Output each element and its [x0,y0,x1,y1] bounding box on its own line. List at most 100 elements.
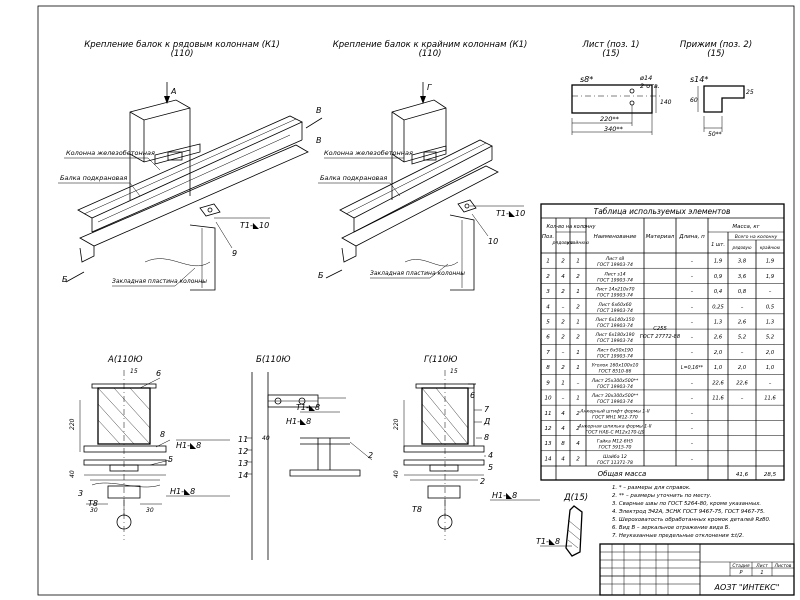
table-cell-pos: 13 [544,441,552,447]
table-cell-me: 1,3 [766,319,774,325]
table-cell-name: Лист 14x210x70 [595,287,635,293]
table-cell-m1: 11,6 [712,396,724,402]
table-cell-m1: 1,3 [714,319,722,325]
section-a: А(110Ю 15 30 30 220 40 6 8 Н1-◣8 5 Н1-◣8 [69,355,230,540]
right-isometric: Г В Б Колонна железобетонная Балка подкр… [316,82,525,291]
table-cell-pos: 1 [546,259,550,265]
table-cell-e: 2 [576,274,580,280]
table-cell-m1: 0,9 [714,274,722,280]
section-a-dim15: 15 [130,368,138,375]
section-a-weld-n1a: Н1-◣8 [176,441,201,450]
section-b-title: Б(110Ю [256,355,291,365]
table-cell-e: 2 [576,304,580,310]
table-cell-name: Лист 6x140x150 [595,317,635,323]
th-mass-col-group: Всего на колонну [735,234,778,240]
right-pos: 10 [488,237,498,246]
table-cell-m1: 2,6 [714,335,723,341]
plate-thickness: s8* [580,75,593,84]
sheet-frame [37,5,795,596]
plate-hole: ø14 [639,74,652,82]
right-weld: Т1-◣10 [496,209,525,218]
table-cell-mr: 5,2 [738,335,746,341]
table-cell-me: 2,0 [766,350,775,356]
th-mass-edge: крайнюю [760,245,781,250]
table-cell-r: – [562,396,565,402]
table-cell-pos: 2 [546,274,550,280]
table-cell-r: 4 [561,411,565,417]
section-a-dim30b: 30 [146,507,154,514]
table-cell-me: – [769,380,772,386]
table-cell-pos: 6 [546,335,550,341]
table-cell-me: 0,5 [766,304,775,310]
section-a-dim220: 220 [69,418,76,430]
table-cell-r: 8 [561,441,565,447]
table-cell-name-std: ГОСТ 5915-70 [599,445,632,451]
table-cell-mr: – [741,350,744,356]
table-cell-r: 4 [561,274,565,280]
section-b-pos14: 14 [238,471,248,480]
table-cell-pos: 3 [546,289,550,295]
table-cell-len: – [691,260,694,265]
left-beam-label: Балка подкрановая [60,174,127,182]
plate-d1: 220** [600,115,620,123]
arrow-g: Г [427,83,432,92]
table-cell-pos: 5 [546,319,550,325]
table-cell-m1: 1,0 [714,365,723,371]
table-cell-me: 1,9 [766,259,774,265]
note-5: 5. Шероховатость обработанных кромок дет… [612,517,771,523]
table-cell-m1: 2,0 [714,350,723,356]
elements-table: Таблица используемых элементов Поз. Кол-… [540,203,785,481]
section-g-pos7: 7 [484,405,490,414]
table-cell-name-std: ГОСТ 19903-74 [597,262,633,268]
table-cell-mr: – [741,304,744,310]
table-cell-name-std: ГОСТ 19903-74 [597,399,633,405]
section-b-weld-n1: Н1-◣8 [286,417,311,426]
section-g-pos2: 2 [480,477,485,486]
section-a-pos5: 5 [168,455,173,464]
note-2: 2. ** – размеры уточнить по месту. [612,493,712,499]
table-cell-mr: 2,0 [738,365,747,371]
th-mass-group: Масса, кг [732,224,759,230]
section-a-pos6: 6 [156,369,161,378]
left-pos: 9 [232,249,237,258]
table-total-edge: 28,5 [764,472,777,478]
section-a-pos8: 8 [160,430,165,439]
table-cell-name-std: ГОСТ 19903-74 [597,384,633,390]
plate-detail: s8* ø14 2 отв. 220** 340** 140 [571,74,672,135]
title-block: Стадия Лист Листов Р 1 АОЗТ "ИНТЕКС" [599,543,795,596]
section-b: Б(110Ю Т1-◣8 Н1-◣8 11 12 13 14 2 40 [238,355,373,560]
section-a-weld-t8: Т8 [88,499,98,508]
note-4: 4. Электрод Э42А, ЭСНК ГОСТ 9467-75, ГОС… [612,509,765,515]
table-cell-name-std: ГОСТ 19903-74 [597,308,633,314]
table-total-label: Общая масса [598,470,647,478]
table-cell-e: 1 [576,259,580,265]
plate-h: 140 [660,99,672,106]
th-pos: Поз. [542,234,554,240]
section-a-pos3: 3 [78,489,83,498]
table-cell-len: L=0,16** [681,365,704,371]
section-b-weld-t1: Т1-◣8 [296,403,320,412]
arrow-b-left: Б [62,275,68,284]
table-cell-name-std: ГОСТ 19903-74 [597,353,633,359]
table-cell-name-std: ГОСТ 19903-74 [597,323,633,329]
th-cols-group: Кол-во на колонну [547,224,597,230]
detail-d: Д(15) Т1-◣8 [536,493,588,557]
table-cell-e: 2 [576,411,580,417]
table-cell-mr: – [741,396,744,402]
plate-d2: 340** [604,125,624,133]
table-cell-name: Гайка М12-6Н5 [597,439,633,445]
left-weld: Т1-◣10 [240,221,269,230]
section-g-dim220: 220 [393,418,400,430]
clamp-thickness: s14* [690,75,708,84]
clamp-title: Прижим (поз. 2) [680,40,752,50]
clamp-detail: s14* 50** 60 25 [690,75,754,138]
left-column-label: Колонна железобетонная [66,149,155,157]
clamp-w: 50** [708,131,722,138]
table-cell-name-std: ГОСТ 19903-74 [597,277,633,283]
table-cell-name: Лист s14 [603,271,625,277]
clamp-ref: (15) [707,49,724,59]
table-cell-name: Уголок 160х100х10 [592,363,639,369]
section-g-title: Г(110Ю [424,355,457,365]
left-view-ref: (110) [171,49,194,59]
